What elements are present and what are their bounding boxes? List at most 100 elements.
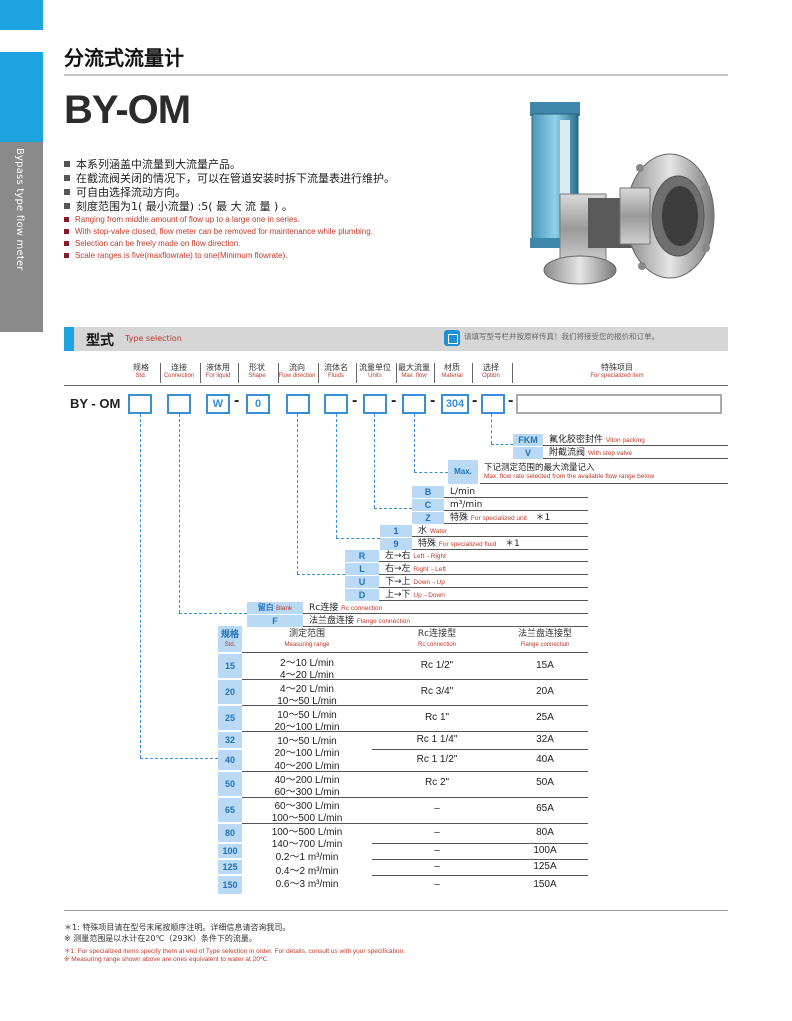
range-cell: 20～100 L/min [274, 722, 340, 733]
rc-cell: Rc 2" [424, 777, 450, 788]
option-fkm: FKM 氟化胶密封件 Viton packing [513, 434, 728, 446]
range-cell: 40～200 L/min [274, 775, 340, 786]
unit-code-box[interactable] [363, 394, 387, 414]
model-prefix: BY - OM [70, 396, 121, 411]
flange-cell: 20A [536, 686, 554, 697]
section-title: 型式 [86, 333, 114, 349]
range-cell: 2～10 L/min [280, 658, 334, 669]
fluid-water: 1 水 Water [380, 525, 588, 537]
direction-u: U 下→上 Down→Up [345, 576, 588, 588]
table-row-std: 32 [218, 732, 242, 748]
range-cell: 0.4～2 m³/min [275, 866, 339, 877]
flange-cell: 50A [536, 777, 554, 788]
direction-d: D 上→下 Up→Down [345, 589, 588, 601]
flange-cell: 25A [536, 712, 554, 723]
range-cell: 140～700 L/min [271, 839, 343, 850]
page-title: 分流式流量计 [64, 46, 184, 70]
flange-cell: 32A [536, 734, 554, 745]
rc-cell: Rc 1" [424, 712, 450, 723]
side-tab-label: Bypass type flow meter [14, 148, 25, 271]
range-cell: 4～20 L/min [280, 670, 334, 681]
range-cell: 0.6～3 m³/min [275, 879, 339, 890]
option-code-box[interactable] [481, 394, 505, 414]
footnote-2-cn: ※ 测量范围是以水计在20℃（293K）条件下的流量。 [64, 934, 257, 943]
liquid-code-box[interactable]: W [206, 394, 230, 414]
bullet-cn: 本系列涵盖中流量到大流量产品。 [64, 156, 241, 172]
unit-c: C m³/min [412, 499, 588, 511]
table-row-std: 125 [218, 860, 242, 874]
table-row-std: 20 [218, 680, 242, 704]
range-cell: 10～50 L/min [277, 710, 337, 721]
direction-l: L 右→左 Right→Left [345, 563, 588, 575]
shape-code-box[interactable]: 0 [246, 394, 270, 414]
std-code-box[interactable] [128, 394, 152, 414]
range-cell: 20～100 L/min [274, 748, 340, 759]
table-row-std: 15 [218, 654, 242, 678]
rc-cell: Rc 1/2" [420, 660, 454, 671]
fax-icon [444, 330, 460, 346]
range-cell: 10～50 L/min [277, 696, 337, 707]
fluid-code-box[interactable] [324, 394, 348, 414]
table-row-std: 50 [218, 772, 242, 796]
bullet-cn: 刻度范围为1( 最小流量) :5( 最 大 流 量 ) 。 [64, 198, 293, 214]
flange-cell: 150A [533, 879, 557, 890]
bullet-en: Scale ranges is five(maxflowrate) to one… [64, 251, 288, 260]
range-cell: 60～300 L/min [274, 787, 340, 798]
table-row-std: 150 [218, 876, 242, 894]
fax-note: 请填写型号栏并按原样传真！我们将接受您的报价和订单。 [464, 332, 659, 341]
flange-cell: 40A [536, 754, 554, 765]
flange-cell: 100A [533, 845, 557, 856]
table-row-std: 65 [218, 798, 242, 822]
flange-cell: 80A [536, 827, 554, 838]
rc-cell: – [434, 845, 440, 856]
footnote-1-cn: ＊1: 特殊项目请在型号末尾按顺序注明。详细信息请咨询我司。 [64, 923, 291, 932]
footnote-2-en: ※ Measuring range shown above are ones e… [64, 956, 269, 963]
flange-cell: 15A [536, 660, 554, 671]
special-item-box[interactable] [516, 394, 722, 414]
rc-cell: – [434, 861, 440, 872]
range-cell: 100～500 L/min [271, 813, 343, 824]
connection-rc: 留白 Blank Rc连接 Rc connection [247, 602, 588, 614]
direction-code-box[interactable] [286, 394, 310, 414]
footnote-1-en: ＊1: For specialized items specify them a… [64, 948, 405, 955]
option-maxflow: Max. 下记测定范围的最大流量记入 Max. flow rate select… [448, 460, 728, 484]
unit-z: Z 特殊 For specialized unit ＊1 [412, 512, 588, 524]
range-cell: 40～200 L/min [274, 761, 340, 772]
maxflow-code-box[interactable] [402, 394, 426, 414]
rc-cell: Rc 1 1/2" [416, 754, 458, 765]
range-cell: 0.2～1 m³/min [275, 852, 339, 863]
rc-cell: – [434, 879, 440, 890]
model-title: BY-OM [64, 88, 191, 132]
rc-cell: Rc 3/4" [420, 686, 454, 697]
bullet-en: Ranging from middle amount of flow up to… [64, 215, 300, 224]
section-header: 型式 Type selection 请填写型号栏并按原样传真！我们将接受您的报价… [64, 327, 728, 351]
table-row-std: 100 [218, 844, 242, 858]
side-tab: Bypass type flow meter [0, 52, 43, 332]
unit-b: B L/min [412, 486, 588, 498]
range-cell: 100～500 L/min [271, 827, 343, 838]
bullet-en: With stop-valve closed, flow meter can b… [64, 227, 373, 236]
connection-code-box[interactable] [167, 394, 191, 414]
rc-cell: – [434, 827, 440, 838]
range-cell: 4～20 L/min [280, 684, 334, 695]
range-cell: 60～300 L/min [274, 801, 340, 812]
bullet-en: Selection can be freely made on flow dir… [64, 239, 240, 248]
fluid-special: 9 特殊 For specialized fluid ＊1 [380, 538, 588, 550]
bullet-cn: 在截流阀关闭的情况下，可以在管道安装时拆下流量表进行维护。 [64, 170, 395, 186]
material-code-box[interactable]: 304 [441, 394, 469, 414]
flange-cell: 125A [533, 861, 557, 872]
